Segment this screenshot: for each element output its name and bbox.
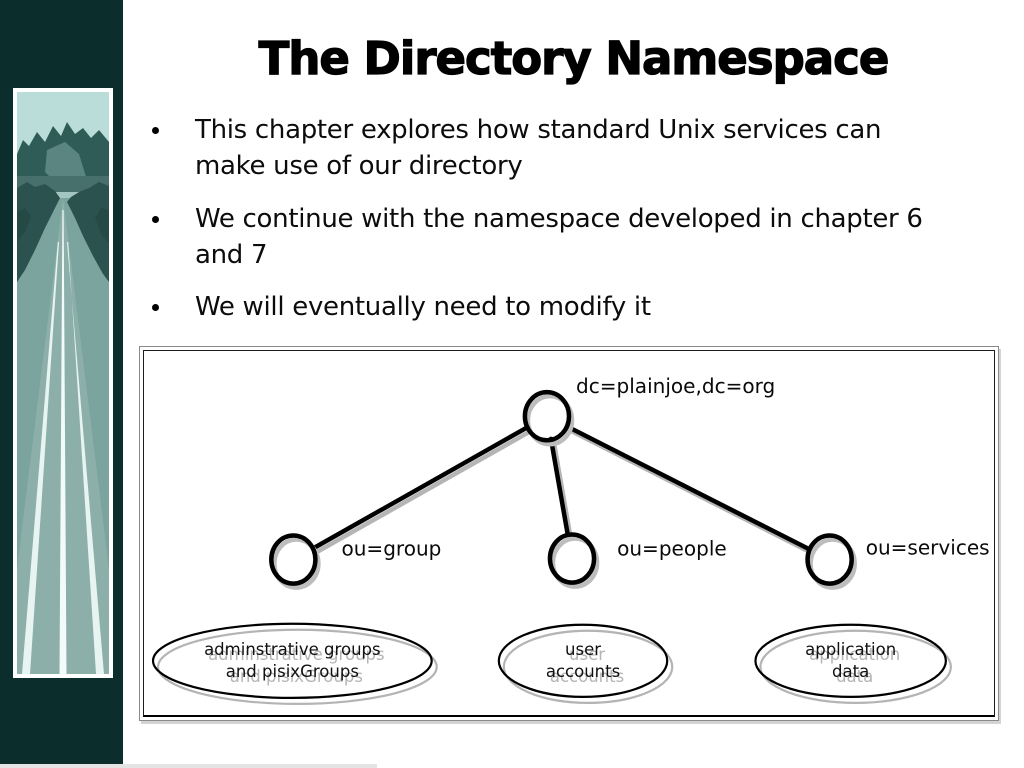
oval-3-label-line-2: data: [832, 662, 869, 681]
edge-root-to-people: [548, 436, 571, 538]
oval-label-shadows: adminstrative groups and pisixGroups use…: [208, 645, 900, 686]
bullet-dot: [152, 127, 159, 134]
diagram-box-inner: dc=plainjoe,dc=org ou=group ou=people ou…: [143, 350, 995, 717]
oval-3-label-line-1: application: [805, 640, 896, 659]
oval-user-accounts: [497, 623, 669, 698]
svg-text:data: data: [836, 667, 873, 686]
oval-2-label-line-1: user: [565, 640, 601, 659]
services-node-label: ou=services: [866, 536, 990, 560]
oval-labels: adminstrative groups and pisixGroups use…: [204, 640, 896, 681]
group-node-label: ou=group: [341, 537, 441, 561]
node-shadows: [272, 393, 857, 590]
svg-text:and pisixGroups: and pisixGroups: [230, 667, 363, 686]
svg-text:user: user: [569, 645, 605, 664]
tree-edges: [312, 424, 811, 551]
oval-application-data: [754, 623, 947, 698]
bullet-item-3: We will eventually need to modify it: [147, 289, 651, 325]
bullet-item-1: This chapter explores how standard Unix …: [147, 112, 881, 184]
people-node-label: ou=people: [617, 537, 727, 561]
container-ovals: [151, 622, 947, 699]
edge-root-to-services: [565, 424, 811, 551]
oval-1-label-line-2: and pisixGroups: [226, 662, 359, 681]
oval-administrative-groups: [151, 622, 433, 699]
bullet-2-line-2: and 7: [195, 240, 268, 270]
road-photo-frame: [13, 88, 113, 678]
bottom-edge-strip: [0, 764, 377, 768]
oval-1-label-line-1: adminstrative groups: [204, 640, 381, 659]
node-root: [522, 389, 572, 443]
svg-text:application: application: [809, 645, 900, 664]
road-photo: [17, 92, 109, 674]
node-group: [269, 533, 318, 586]
node-services: [805, 533, 854, 586]
namespace-tree-diagram: dc=plainjoe,dc=org ou=group ou=people ou…: [151, 374, 990, 706]
bullet-dot: [152, 304, 159, 311]
svg-text:adminstrative groups: adminstrative groups: [208, 645, 385, 664]
bullet-1-line-1: This chapter explores how standard Unix …: [195, 115, 882, 145]
bullet-1-line-2: make use of our directory: [195, 151, 523, 181]
tree-nodes: [269, 389, 854, 586]
oval-shadows: [156, 628, 953, 706]
bullet-3-line-1: We will eventually need to modify it: [195, 292, 651, 322]
diagram-box: dc=plainjoe,dc=org ou=group ou=people ou…: [139, 346, 999, 721]
slide-title: The Directory Namespace: [258, 31, 890, 85]
node-people: [547, 532, 597, 585]
bullet-2-line-1: We continue with the namespace developed…: [195, 204, 923, 234]
bullet-dot: [152, 216, 159, 223]
bullet-item-2: We continue with the namespace developed…: [147, 201, 923, 273]
svg-text:accounts: accounts: [550, 667, 624, 686]
edge-root-to-group: [312, 425, 530, 550]
oval-2-label-line-2: accounts: [546, 662, 620, 681]
root-node-label: dc=plainjoe,dc=org: [576, 374, 775, 398]
sidebar-band: [0, 0, 123, 765]
